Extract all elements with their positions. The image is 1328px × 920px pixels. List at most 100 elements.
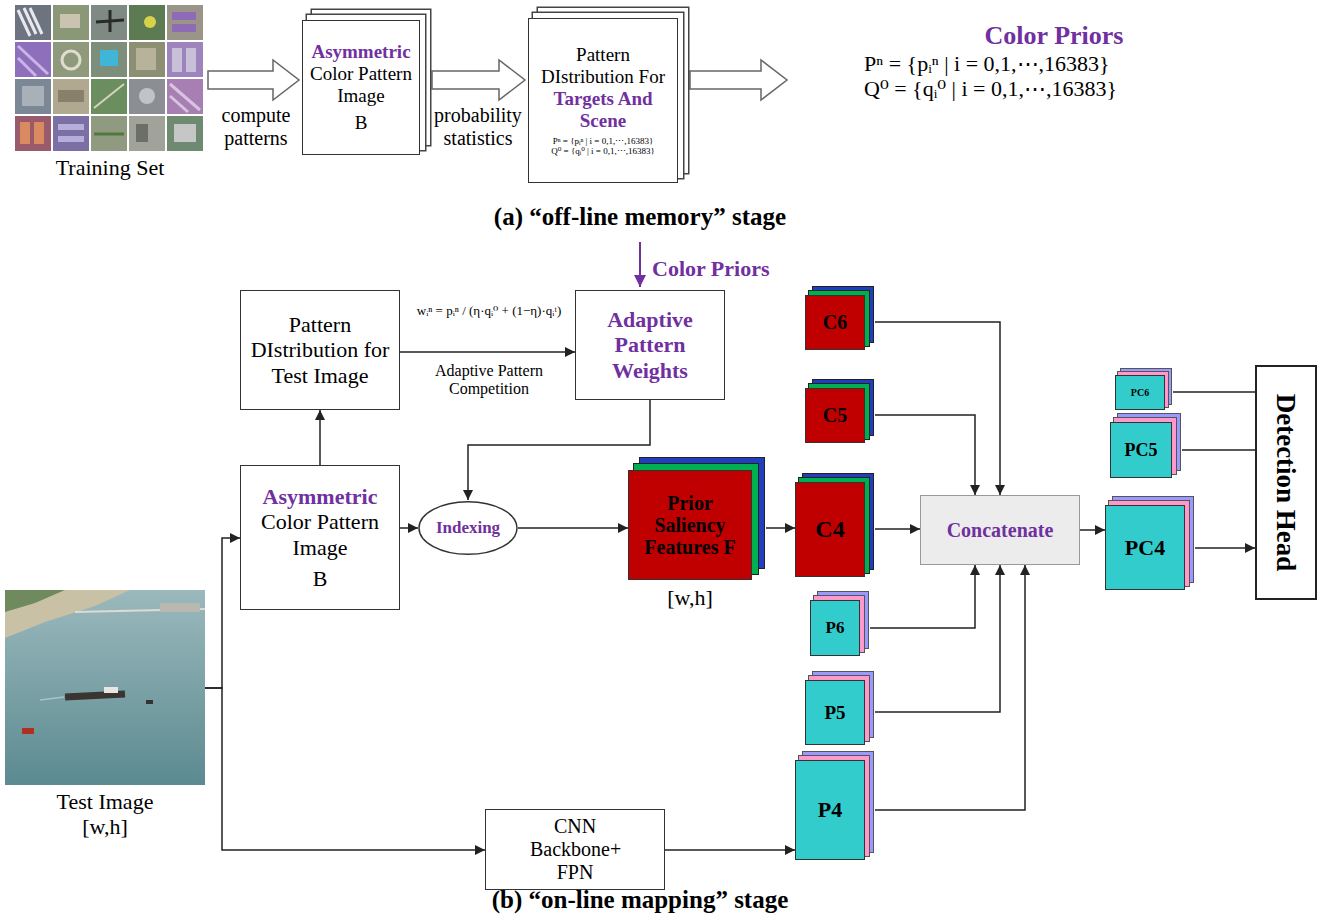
feature-map: PC4: [1105, 505, 1185, 590]
node-text: [w,h]: [619, 585, 761, 610]
node-text: Targets And Scene: [533, 88, 673, 132]
training-set-image: [100, 50, 118, 66]
connector: [1173, 391, 1255, 393]
feature-map: P5: [805, 680, 865, 745]
formula: wᵢⁿ = pᵢⁿ / (η·qᵢ⁰ + (1−η)·qᵢᵗ): [401, 304, 577, 319]
rotated-label: Detection Head: [1270, 394, 1301, 572]
test-image: [5, 590, 65, 612]
picture-area: [15, 5, 205, 155]
connector: [870, 565, 975, 628]
training-set-image: [139, 88, 155, 104]
connector: [518, 527, 628, 529]
test-image: [5, 590, 205, 785]
connector: [468, 400, 650, 500]
node-label: Pattern DIstribution for Test Image: [245, 312, 395, 388]
block-arrow: [690, 60, 787, 100]
section-label: Color Priors: [652, 256, 842, 281]
connector: [1195, 547, 1255, 549]
feature-map: P4: [795, 760, 865, 860]
training-set-image: [18, 46, 48, 76]
training-set-image: [58, 136, 84, 142]
node-label: PC4: [1110, 535, 1180, 560]
node-label: Color Priors: [794, 21, 1314, 51]
test-image: [160, 603, 200, 612]
training-set: Training Set: [15, 5, 205, 180]
training-set-image: [167, 79, 203, 114]
node-label: P4: [800, 797, 860, 822]
node-label: P5: [810, 702, 860, 724]
node-label: PC5: [1115, 440, 1167, 461]
training-set-image: [186, 48, 196, 72]
test-image: [5, 590, 205, 785]
training-set-image: [172, 12, 196, 20]
node-label: P6: [815, 618, 855, 638]
feature-map: C5: [805, 388, 865, 443]
connector: [875, 565, 1025, 810]
training-set-image: [136, 48, 156, 70]
connector: [1080, 529, 1105, 531]
node-text: [w,h]: [5, 814, 205, 839]
prior-flow-arrow: [640, 242, 641, 287]
training-set-image: [167, 42, 203, 77]
block-arrow: [432, 60, 525, 100]
block-arrow: [208, 60, 299, 100]
training-set-image: [170, 84, 200, 112]
training-set-image: [15, 42, 51, 77]
connector: [400, 527, 418, 529]
training-set-image: [15, 79, 51, 114]
training-set-image: [53, 42, 89, 77]
node-label: Pattern DIstribution For: [533, 44, 673, 88]
connector: [205, 538, 240, 688]
test-image: [104, 687, 118, 693]
prior-flow-arrow: [639, 242, 641, 287]
node-text: Q⁰ = {qᵢ⁰ | i = 0,1,⋯,16383}: [794, 76, 1314, 101]
node-label: Asymmetric: [245, 484, 395, 509]
training-set-image: [172, 48, 182, 72]
training-set-image: [58, 124, 84, 130]
node-text: Color Pattern Image: [307, 63, 415, 107]
node-label: C6: [810, 311, 860, 334]
feature-map: P6: [810, 600, 860, 656]
training-set-image: [53, 79, 89, 114]
connector: [665, 849, 795, 851]
training-set-image: [174, 124, 196, 142]
connector: [875, 322, 1000, 495]
training-set-image: [91, 116, 127, 151]
training-set-image: [144, 16, 156, 28]
edge-label: probability statistics: [428, 104, 528, 150]
training-set-image: [18, 8, 42, 36]
training-set-image: [172, 24, 196, 32]
training-set-image: [58, 90, 84, 102]
pattern-image-box: AsymmetricColor Pattern ImageB: [302, 20, 420, 155]
concatenate-box: Concatenate: [920, 495, 1080, 565]
feature-map: C6: [805, 295, 865, 350]
training-set-image: [20, 122, 30, 144]
distribution-box: Pattern DIstribution ForTargets And Scen…: [528, 18, 678, 183]
edge-label: compute patterns: [206, 104, 306, 150]
node-label: Adaptive Pattern Weights: [580, 307, 720, 383]
node-text: B: [307, 112, 415, 134]
test-image: [22, 728, 34, 734]
node-label: Asymmetric: [307, 41, 415, 63]
test-image: [5, 590, 130, 638]
connector: [205, 688, 485, 850]
training-set-image: [62, 51, 80, 69]
node-text: Color Pattern Image: [245, 509, 395, 560]
node-label: Test Image: [5, 789, 205, 814]
training-set-image: [22, 86, 44, 106]
connector: [400, 351, 575, 353]
feature-map: C4: [795, 482, 865, 577]
node-label: C4: [800, 516, 860, 544]
training-set-image: [15, 5, 51, 40]
distribution-box: Pattern DIstribution for Test Image: [240, 290, 400, 410]
node-label: C5: [810, 404, 860, 427]
training-set-image: [53, 5, 89, 40]
ellipse-outline: [419, 502, 517, 555]
training-set-image: [15, 116, 51, 151]
stage-caption: (b) “on-line mapping” stage: [290, 886, 990, 915]
pattern-image-box: AsymmetricColor Pattern ImageB: [240, 465, 400, 610]
backbone-box: CNN Backbone+ FPN: [485, 809, 665, 890]
training-set-image: [91, 5, 127, 40]
